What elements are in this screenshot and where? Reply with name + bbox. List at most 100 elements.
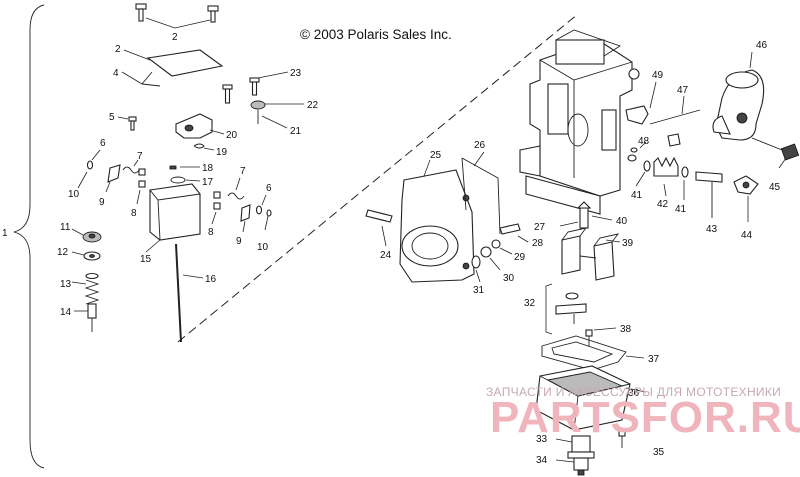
callout-37: 37	[648, 354, 660, 365]
float-bowl-36	[535, 365, 631, 431]
cap-11	[82, 231, 102, 243]
o-ring-31	[471, 255, 481, 269]
callout-7a: 7	[137, 151, 143, 162]
callout-10b: 10	[257, 242, 269, 253]
callout-31: 31	[473, 285, 485, 296]
callout-17: 17	[202, 177, 214, 188]
callout-2b: 2	[115, 44, 121, 55]
callout-12: 12	[57, 247, 69, 258]
callout-43: 43	[706, 224, 718, 235]
callout-5: 5	[109, 112, 115, 123]
washer-12	[83, 251, 101, 261]
choke-lever-46	[712, 69, 765, 141]
throttle-bracket	[175, 113, 213, 139]
throttle-slide	[149, 183, 201, 241]
pin-18	[169, 165, 177, 170]
callout-48: 48	[638, 136, 650, 147]
washer-6-right	[255, 205, 263, 215]
spring-7-left	[122, 166, 140, 174]
float-39	[561, 227, 620, 281]
callout-10a: 10	[68, 189, 80, 200]
screw-5	[128, 116, 137, 131]
callout-4: 4	[113, 68, 119, 79]
callout-38: 38	[620, 324, 632, 335]
callout-18: 18	[202, 163, 214, 174]
callout-22: 22	[307, 100, 319, 111]
knob-44	[733, 175, 759, 195]
callout-47: 47	[677, 85, 689, 96]
float-pin	[555, 292, 587, 324]
link-arm-9-right	[240, 204, 251, 222]
callout-15: 15	[140, 254, 152, 265]
callout-20: 20	[226, 130, 238, 141]
callout-45: 45	[769, 182, 781, 193]
jet-40	[576, 201, 592, 229]
screw-48	[627, 147, 638, 162]
callout-25: 25	[430, 150, 442, 161]
gasket-26	[461, 157, 501, 235]
callout-36: 36	[628, 388, 640, 399]
screw-27-28	[499, 223, 521, 235]
callout-29: 29	[514, 252, 526, 263]
callout-49: 49	[652, 70, 664, 81]
copyright-text: © 2003 Polaris Sales Inc.	[300, 27, 452, 42]
link-arm-9-left	[107, 164, 121, 183]
spring-13	[84, 272, 100, 305]
callout-8a: 8	[131, 208, 137, 219]
callout-23: 23	[290, 68, 302, 79]
callout-33: 33	[536, 434, 548, 445]
callout-28: 28	[532, 238, 544, 249]
callout-44: 44	[741, 230, 753, 241]
callout-27: 27	[534, 222, 546, 233]
callout-13: 13	[60, 279, 72, 290]
bushing-8-left	[138, 168, 146, 188]
nut-10-right	[266, 209, 272, 217]
callout-14: 14	[60, 307, 72, 318]
callout-41b: 41	[675, 204, 687, 215]
main-jet-34	[573, 457, 589, 476]
callout-35: 35	[653, 447, 665, 458]
jet-needle	[175, 243, 182, 343]
washer-29	[491, 239, 501, 249]
bracket-32	[545, 283, 553, 335]
screw-top-left	[135, 3, 147, 22]
screw-35	[618, 429, 626, 448]
callout-40: 40	[616, 216, 628, 227]
callout-19: 19	[216, 147, 228, 158]
washer-30	[480, 246, 492, 258]
callout-30: 30	[503, 273, 515, 284]
cover-gasket	[141, 71, 161, 87]
callout-26: 26	[474, 140, 486, 151]
callout-6a: 6	[100, 138, 106, 149]
plunger-43	[695, 171, 723, 218]
callout-7b: 7	[240, 166, 246, 177]
callout-9a: 9	[99, 197, 105, 208]
callout-6b: 6	[266, 183, 272, 194]
washer-41-right	[681, 166, 689, 178]
o-ring-17	[170, 176, 186, 184]
washer-6-left	[86, 160, 94, 170]
washer-41-left	[643, 160, 651, 172]
callout-1: 1	[2, 228, 8, 239]
spring-7-right	[227, 192, 245, 200]
callout-21: 21	[290, 126, 302, 137]
nut-45	[751, 137, 800, 161]
callout-46: 46	[756, 40, 768, 51]
callout-2a: 2	[172, 32, 178, 43]
screw-24	[365, 209, 393, 223]
carburetor-body	[519, 29, 640, 215]
callout-32: 32	[524, 298, 536, 309]
screw-14	[87, 303, 97, 332]
callout-34: 34	[536, 455, 548, 466]
section-divider	[177, 13, 579, 343]
screw-top-right	[207, 5, 219, 23]
screw-38	[585, 329, 593, 346]
clip-19	[193, 143, 205, 149]
fitting-49	[625, 105, 649, 125]
watermark-tagline: ЗАПЧАСТИ И АКСЕССУАРЫ ДЛЯ МОТОТЕХНИКИ	[486, 385, 781, 399]
callout-11: 11	[60, 222, 71, 233]
callout-39: 39	[622, 238, 634, 249]
spring-42	[653, 156, 679, 177]
washer-22	[250, 100, 266, 124]
